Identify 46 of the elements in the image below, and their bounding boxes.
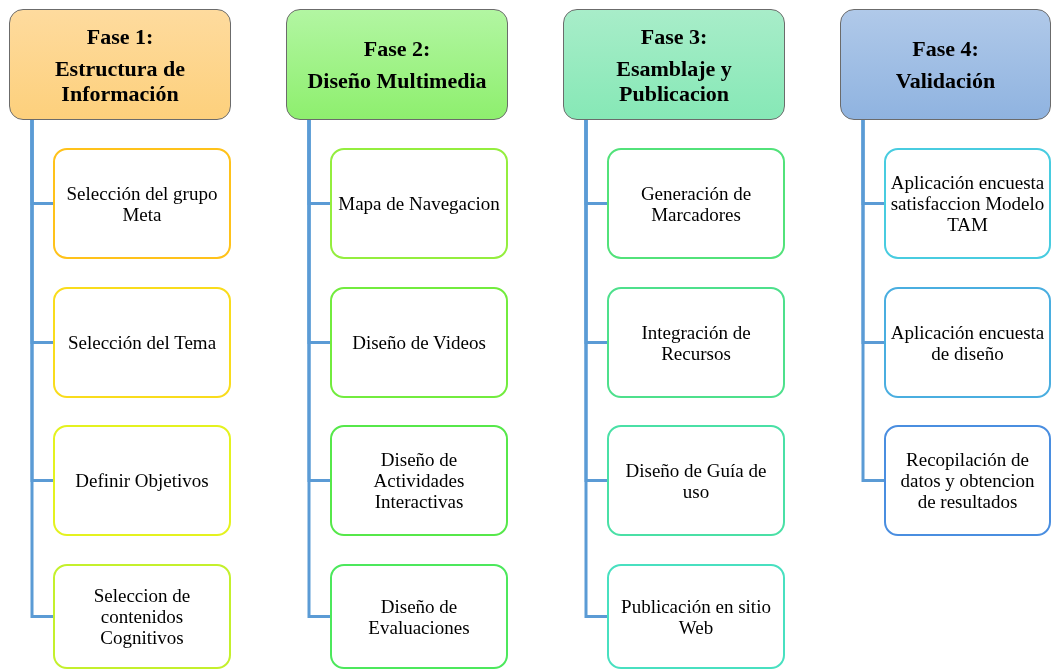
task-box <box>53 425 231 536</box>
phase-header <box>9 9 231 120</box>
connector-line <box>584 120 607 618</box>
phase-number: Fase 4: <box>912 36 979 62</box>
connector-line <box>30 120 53 618</box>
task-label: Definir Objetivos <box>75 470 209 491</box>
task-box <box>330 425 508 536</box>
phase-number: Fase 1: <box>86 23 154 50</box>
task-box <box>330 564 508 669</box>
phase-title: Validación <box>895 68 996 93</box>
phase-header <box>563 9 785 120</box>
task-label: Generación de Marcadores <box>639 182 753 225</box>
task-label: Seleccion de contenidos Cognitivos <box>92 585 192 648</box>
phase-header <box>840 9 1051 120</box>
connector-line <box>861 120 884 482</box>
task-label: Aplicación encuesta satisfaccion Modelo TAM <box>890 172 1045 235</box>
task-label: Diseño de Evaluaciones <box>367 595 471 638</box>
task-label: Integración de Recursos <box>640 321 752 364</box>
task-label: Selección del Tema <box>67 332 217 353</box>
task-box <box>330 148 508 259</box>
task-box <box>607 148 785 259</box>
phase-title: Estructura de Información <box>53 55 187 106</box>
task-label: Aplicación encuesta de diseño <box>890 321 1045 364</box>
task-label: Diseño de Actividades Interactivas <box>372 449 466 512</box>
task-box <box>884 425 1051 536</box>
connector-line <box>307 120 330 618</box>
task-box <box>607 287 785 398</box>
task-box <box>884 287 1051 398</box>
phase-title: Diseño Multimedia <box>307 68 487 93</box>
task-label: Selección del grupo Meta <box>65 182 219 225</box>
task-label: Diseño de Guía de uso <box>624 459 768 502</box>
task-box <box>53 564 231 669</box>
task-box <box>53 148 231 259</box>
phase-title: Esamblaje y Publicacion <box>615 55 733 106</box>
phase-number: Fase 2: <box>363 36 431 62</box>
task-box <box>607 564 785 669</box>
task-label: Publicación en sitio Web <box>620 595 772 638</box>
task-label: Mapa de Navegacion <box>338 193 500 214</box>
task-label: Diseño de Videos <box>352 332 486 353</box>
task-label: Recopilación de datos y obtencion de resultados <box>899 449 1036 512</box>
task-box <box>884 148 1051 259</box>
phase-header <box>286 9 508 120</box>
task-box <box>53 287 231 398</box>
phase-number: Fase 3: <box>640 23 708 50</box>
task-box <box>330 287 508 398</box>
task-box <box>607 425 785 536</box>
